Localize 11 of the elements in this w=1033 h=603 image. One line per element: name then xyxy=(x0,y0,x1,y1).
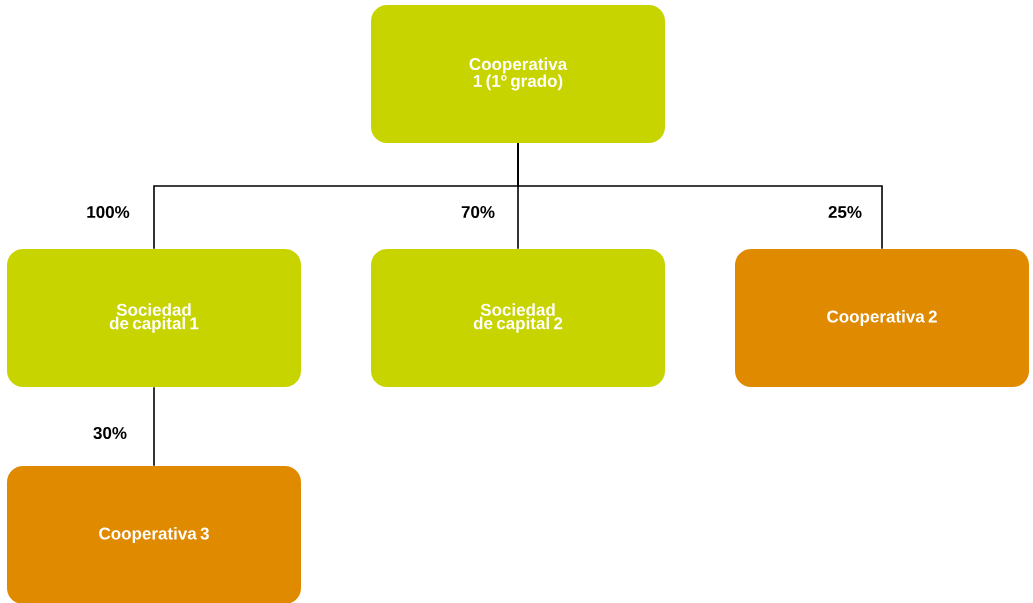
org-box: Cooperativa 1 (1º grado) xyxy=(371,5,665,143)
edge-label: 25% xyxy=(828,206,862,218)
connector-line xyxy=(517,142,883,250)
org-box: Cooperativa 3 xyxy=(7,466,301,603)
org-box: Cooperativa 2 xyxy=(735,249,1029,387)
edge-label: 100% xyxy=(87,206,130,218)
edge-label: 30% xyxy=(93,426,127,440)
org-box: Sociedad de capital 2 xyxy=(371,249,665,387)
connector-line xyxy=(153,386,155,467)
edge-label: 70% xyxy=(461,206,495,218)
org-box: Sociedad de capital 1 xyxy=(7,249,301,387)
